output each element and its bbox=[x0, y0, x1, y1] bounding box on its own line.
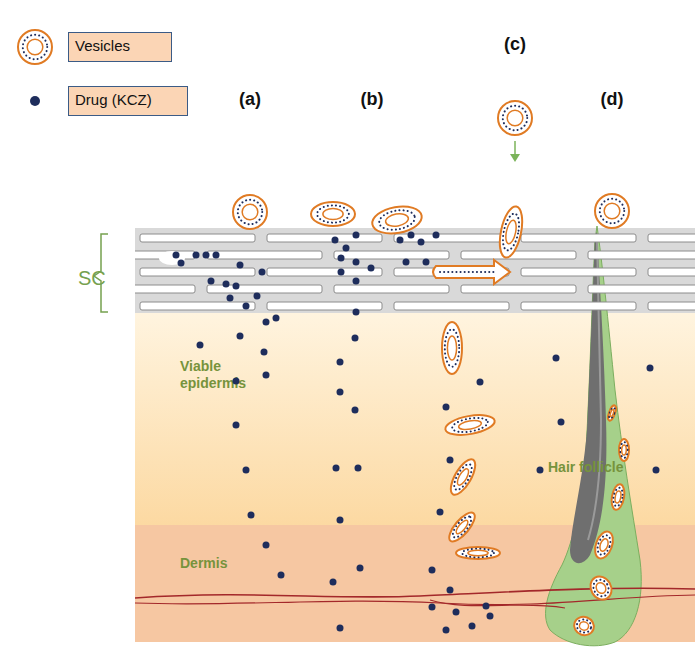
follicle-group bbox=[546, 226, 642, 646]
hair-highlight bbox=[588, 240, 601, 540]
vesicle-inner-membrane bbox=[604, 203, 620, 219]
follicle-sheath bbox=[546, 226, 642, 646]
vesicle-inner-membrane bbox=[385, 212, 410, 228]
panel-letter: (d) bbox=[601, 89, 624, 110]
vesicle-membrane bbox=[595, 194, 629, 228]
arrow-shaft bbox=[514, 141, 516, 156]
layer-label: SC bbox=[78, 267, 118, 289]
vesicle-drug-ring bbox=[317, 205, 349, 222]
vesicle-inner-membrane bbox=[507, 110, 523, 126]
vesicle bbox=[595, 194, 629, 228]
vesicle-inner-membrane bbox=[242, 204, 258, 220]
vesicle-drug-ring bbox=[238, 200, 262, 224]
vesicle-drug-ring bbox=[503, 106, 527, 130]
vesicle-inner-membrane bbox=[27, 39, 43, 55]
layer-label: Dermis bbox=[180, 555, 260, 572]
arrow-head bbox=[510, 154, 520, 162]
hair-shaft bbox=[570, 232, 606, 563]
panel-letter: (a) bbox=[239, 89, 261, 110]
drug-icon bbox=[30, 96, 40, 106]
follicle-outline bbox=[540, 220, 650, 650]
vesicle-membrane bbox=[498, 101, 532, 135]
flattened-vesicle bbox=[311, 202, 355, 226]
vesicle bbox=[498, 101, 532, 135]
layer-label: Viable epidermis bbox=[180, 358, 260, 392]
panel-letter: (b) bbox=[361, 89, 384, 110]
vesicle-membrane bbox=[311, 202, 355, 226]
vesicle bbox=[233, 195, 267, 229]
layer-label: Hair follicle bbox=[548, 459, 648, 476]
vesicle-drug-ring bbox=[600, 199, 624, 223]
panel-letter: (c) bbox=[504, 34, 526, 55]
vesicle-membrane bbox=[18, 30, 52, 64]
stratum-corneum-band: SC bbox=[135, 228, 695, 313]
vesicle-inner-membrane bbox=[323, 208, 343, 219]
vesicle-icon bbox=[18, 30, 52, 64]
vesicle-membrane bbox=[233, 195, 267, 229]
legend-entry: Drug (KCZ) bbox=[68, 86, 188, 116]
hair-follicle-shape: Hair follicle bbox=[540, 220, 650, 650]
vesicle-drug-ring bbox=[23, 35, 47, 59]
legend-entry: Vesicles bbox=[68, 32, 172, 62]
